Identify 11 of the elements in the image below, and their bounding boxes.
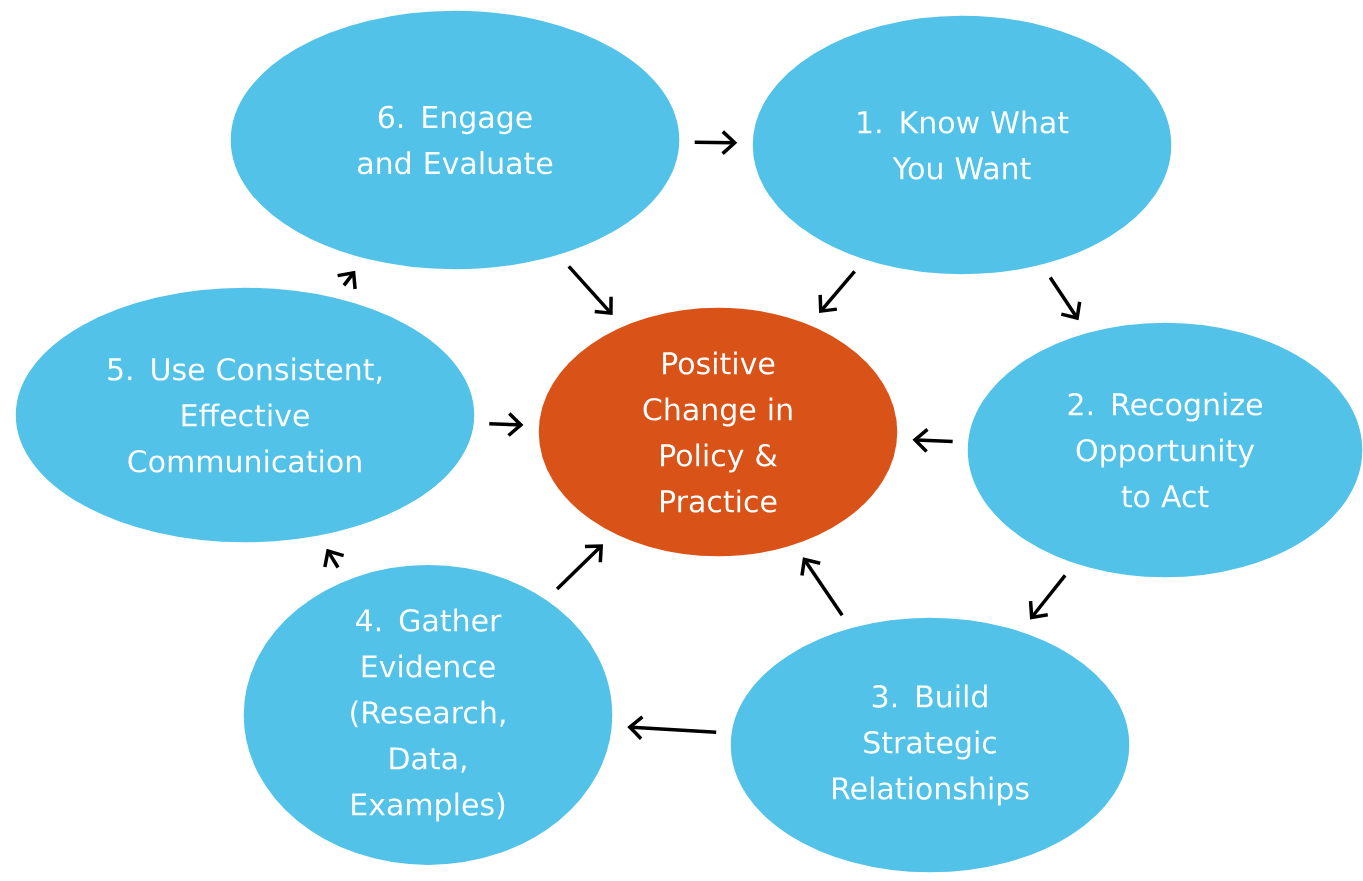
arrow xyxy=(555,544,604,591)
arrow xyxy=(818,270,856,314)
arrow xyxy=(1028,574,1067,620)
arrow xyxy=(489,412,524,437)
arrow xyxy=(912,428,953,453)
arrow xyxy=(1048,276,1082,321)
arrow xyxy=(694,130,738,155)
arrow xyxy=(337,270,357,290)
arrow xyxy=(627,715,717,740)
arrow xyxy=(567,265,613,316)
arrow xyxy=(800,557,844,617)
